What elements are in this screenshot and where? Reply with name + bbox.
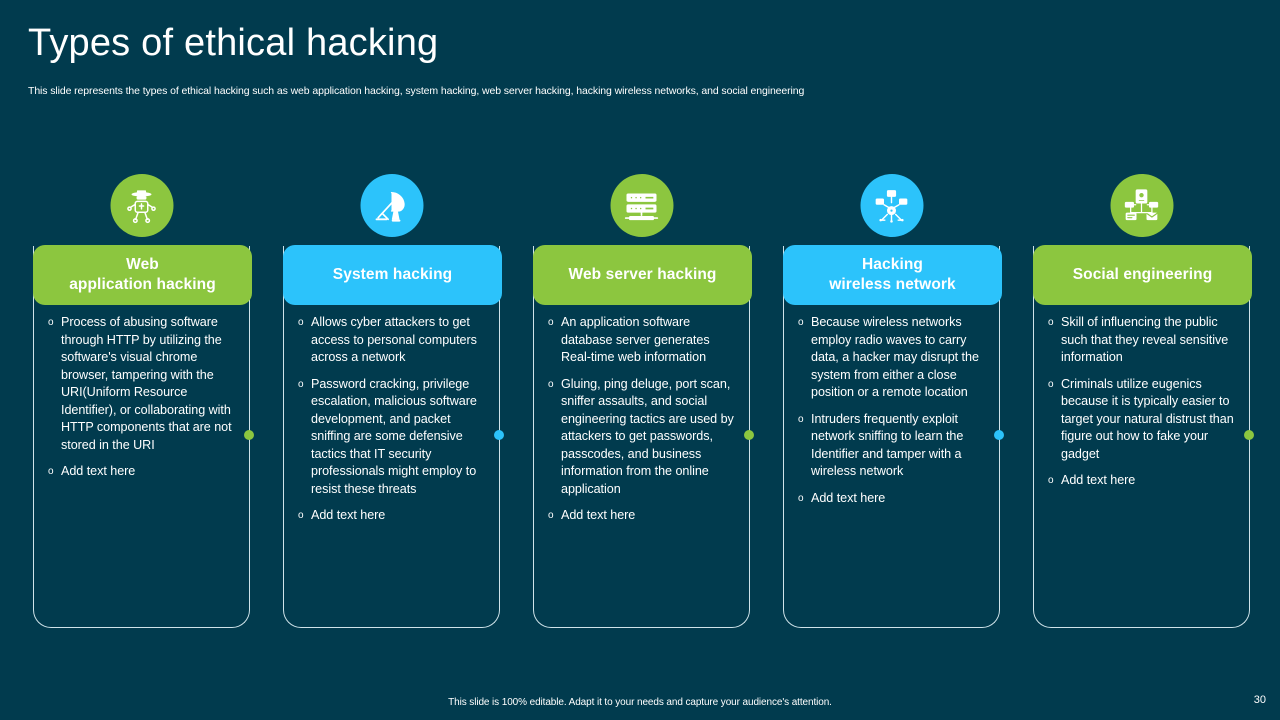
bullet-item: o Password cracking, privilege escalation…: [294, 376, 490, 499]
bullet-item: o Add text here: [544, 507, 740, 525]
type-card-body: Web application hacking o Process of abusi…: [33, 245, 254, 628]
type-card-header[interactable]: Web server hacking: [533, 245, 752, 305]
type-card-header[interactable]: Social engineering: [1033, 245, 1252, 305]
type-card-header[interactable]: Hacking wireless network: [783, 245, 1002, 305]
connector-marker: [1244, 430, 1254, 630]
type-card: Web application hacking o Process of abusi…: [33, 172, 254, 628]
bullet-item: o Intruders frequently exploit network sn…: [794, 411, 990, 481]
type-card-body: Web server hacking o An application softwa…: [533, 245, 754, 628]
bullet-marker-icon: o: [1048, 475, 1054, 486]
bullet-text: Because wireless networks employ radio w…: [811, 315, 979, 399]
bullet-item: o Add text here: [1044, 472, 1240, 490]
page-number: 30: [1253, 694, 1266, 706]
bullet-marker-icon: o: [798, 413, 804, 425]
connector-dot-icon: [744, 430, 754, 440]
connector-dot-icon: [994, 430, 1004, 440]
type-card-title: Hacking wireless network: [829, 256, 956, 293]
page-title: Types of ethical hacking: [28, 22, 439, 64]
bullet-item: o Skill of influencing the public such th…: [1044, 314, 1240, 367]
connector-marker: [744, 430, 754, 630]
type-card-title: System hacking: [332, 266, 453, 284]
bullet-text: Add text here: [811, 490, 886, 505]
connector-dot-icon: [1244, 430, 1254, 440]
type-card-body: Social engineering o Skill of influencing …: [1033, 245, 1254, 628]
type-card-title: Social engineering: [1072, 266, 1213, 284]
bullet-item: o Criminals utilize eugenics because it i…: [1044, 376, 1240, 464]
footer-note: This slide is 100% editable. Adapt it to…: [448, 697, 832, 708]
type-card: System hacking o Allows cyber attackers to…: [283, 172, 504, 628]
bullet-item: o Add text here: [794, 490, 990, 508]
type-card: Web server hacking o An application softwa…: [533, 172, 754, 628]
bullet-item: o An application software database server…: [544, 314, 740, 367]
bullet-text: Add text here: [61, 464, 136, 478]
connector-marker: [494, 430, 504, 630]
hacker-with-hat-icon: [110, 174, 173, 237]
connector-marker: [994, 430, 1004, 630]
bullet-text: Criminals utilize eugenics because it is…: [1061, 376, 1234, 461]
bullet-item: o Add text here: [294, 507, 490, 525]
connector-dot-icon: [244, 430, 254, 440]
type-cards-container: Web application hacking o Process of abusi…: [0, 172, 1280, 632]
bullet-list: o Because wireless networks employ radio …: [794, 314, 994, 508]
bullet-marker-icon: o: [798, 492, 804, 504]
bullet-marker-icon: o: [298, 510, 304, 521]
type-card-header[interactable]: Web application hacking: [33, 245, 252, 305]
bullet-item: o Add text here: [44, 463, 240, 481]
bullet-marker-icon: o: [298, 378, 304, 390]
bullet-marker-icon: o: [48, 317, 54, 328]
type-card: Social engineering o Skill of influencing …: [1033, 172, 1254, 628]
bullet-text: Process of abusing software through HTTP…: [61, 315, 232, 452]
bullet-marker-icon: o: [48, 466, 54, 477]
bullet-item: o Allows cyber attackers to get access to…: [294, 314, 490, 367]
bullet-item: o Because wireless networks employ radio …: [794, 314, 990, 402]
bullet-text: Add text here: [561, 508, 636, 522]
connector-dot-icon: [494, 430, 504, 440]
bullet-marker-icon: o: [1048, 317, 1054, 328]
bullet-marker-icon: o: [798, 317, 804, 328]
social-engineering-icon: [1110, 174, 1173, 237]
connector-marker: [244, 430, 254, 630]
bullet-list: o Process of abusing software through HTT…: [44, 314, 244, 481]
bullet-list: o An application software database server…: [544, 314, 744, 525]
bullet-list: o Skill of influencing the public such th…: [1044, 314, 1244, 490]
bullet-text: Intruders frequently exploit network sni…: [811, 411, 964, 479]
type-card-header[interactable]: System hacking: [283, 245, 502, 305]
bullet-item: o Gluing, ping deluge, port scan, sniffer…: [544, 376, 740, 499]
bullet-marker-icon: o: [298, 317, 304, 328]
bullet-text: Add text here: [1061, 473, 1136, 487]
hacking-tools-icon: [360, 174, 423, 237]
bullet-list: o Allows cyber attackers to get access to…: [294, 314, 494, 525]
page-subtitle: This slide represents the types of ethic…: [28, 84, 805, 97]
bullet-marker-icon: o: [1048, 378, 1054, 390]
bullet-marker-icon: o: [548, 510, 554, 521]
bullet-text: Password cracking, privilege escalation,…: [311, 376, 477, 496]
bullet-marker-icon: o: [548, 378, 554, 390]
bullet-marker-icon: o: [548, 317, 554, 328]
bullet-text: Allows cyber attackers to get access to …: [311, 315, 477, 364]
type-card-title: Web server hacking: [568, 266, 717, 284]
bullet-item: o Process of abusing software through HTT…: [44, 314, 240, 454]
type-card-title: Web application hacking: [69, 256, 216, 293]
type-card-body: Hacking wireless network o Because wireles…: [783, 245, 1004, 628]
wireless-network-icon: [860, 174, 923, 237]
type-card-body: System hacking o Allows cyber attackers to…: [283, 245, 504, 628]
bullet-text: Skill of influencing the public such tha…: [1061, 315, 1229, 364]
bullet-text: Add text here: [311, 508, 386, 522]
server-rack-icon: [610, 174, 673, 237]
slide-header: Types of ethical hacking This slide repr…: [28, 22, 1248, 97]
bullet-text: An application software database server …: [561, 315, 710, 364]
type-card: Hacking wireless network o Because wireles…: [783, 172, 1004, 628]
bullet-text: Gluing, ping deluge, port scan, sniffer …: [561, 376, 734, 496]
